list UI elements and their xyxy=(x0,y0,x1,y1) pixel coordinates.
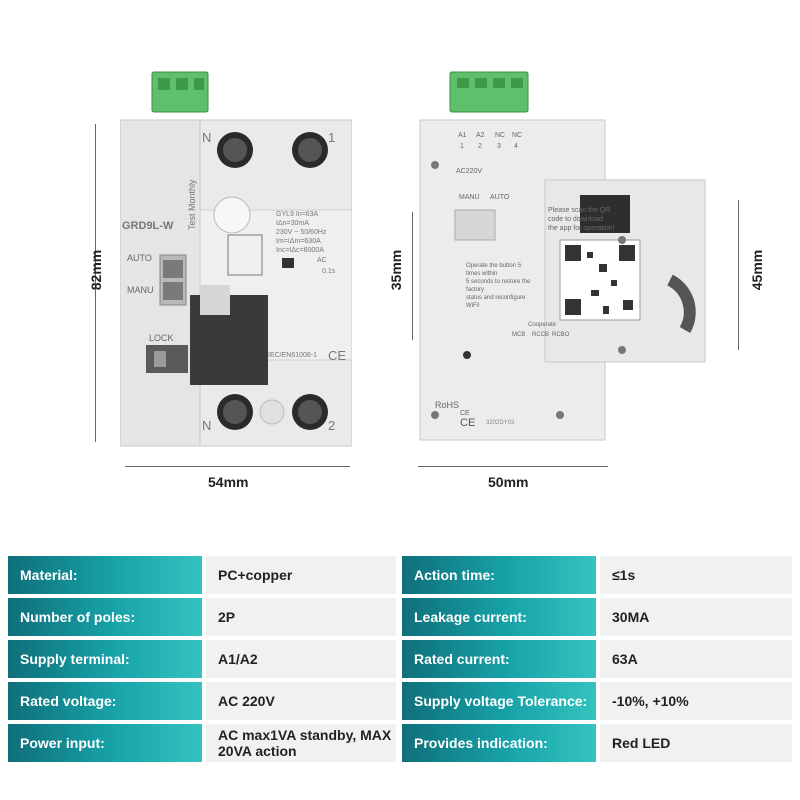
spec-label-2: Leakage current: xyxy=(402,598,596,636)
side-term4: 4 xyxy=(514,143,518,150)
side-op-text: Operate the button 5 times within 5 seco… xyxy=(466,263,531,309)
side-device: CE xyxy=(419,71,706,441)
spec-value: AC 220V xyxy=(206,682,396,720)
svg-text:CE: CE xyxy=(460,417,475,429)
spec-value: PC+copper xyxy=(206,556,396,594)
front-terminal-n-bottom: N xyxy=(202,418,212,433)
width-dimension-line-right xyxy=(418,466,608,467)
width-label-right: 50mm xyxy=(488,474,529,490)
side-a2: A2 xyxy=(476,132,485,139)
front-ac-label: AC xyxy=(317,257,327,264)
side-a1: A1 xyxy=(458,132,467,139)
height-label-right: 45mm xyxy=(749,249,765,291)
height-dimension-line xyxy=(95,124,96,442)
side-manu: MANU xyxy=(459,194,480,201)
side-term2: 2 xyxy=(478,143,482,150)
side-cooperate: Cooperate xyxy=(528,322,557,328)
front-manu-label: MANU xyxy=(127,285,154,295)
spec-label: Material: xyxy=(8,556,202,594)
front-time-label: 0.1s xyxy=(322,268,336,275)
spec-label: Number of poles: xyxy=(8,598,202,636)
front-terminal-n-top: N xyxy=(202,130,212,145)
front-model: GRD9L-W xyxy=(122,220,174,232)
spec-value-2: Red LED xyxy=(600,724,792,762)
front-standard: IEC/EN61008-1 xyxy=(268,352,318,359)
spec-label: Supply terminal: xyxy=(8,640,202,678)
spec-value-2: 30MA xyxy=(600,598,792,636)
height-dimension-line-right xyxy=(738,200,739,350)
spec-label-2: Rated current: xyxy=(402,640,596,678)
front-terminal-1: 1 xyxy=(328,130,336,145)
spec-value-2: -10%, +10% xyxy=(600,682,792,720)
width-dimension-line-left xyxy=(125,466,350,467)
front-terminal-2: 2 xyxy=(328,418,336,433)
front-device xyxy=(120,71,352,447)
side-mcb: MCB xyxy=(512,332,526,338)
height-label-left: 82mm xyxy=(88,249,104,291)
front-ce-mark: CE xyxy=(328,348,347,363)
side-qr-text: Please scan the QR code to download the … xyxy=(548,207,615,232)
spec-value: AC max1VA standby, MAX 20VA action xyxy=(206,724,396,762)
side-supply: AC220V xyxy=(456,168,483,175)
side-nc2: NC xyxy=(512,132,523,139)
spec-value: A1/A2 xyxy=(206,640,396,678)
spec-label: Rated voltage: xyxy=(8,682,202,720)
front-lock-label: LOCK xyxy=(149,333,174,343)
side-term1: 1 xyxy=(460,143,464,150)
side-term3: 3 xyxy=(497,143,501,150)
spec-label: Power input: xyxy=(8,724,202,762)
side-auto: AUTO xyxy=(490,194,510,201)
side-rohs: RoHS xyxy=(435,400,460,410)
spec-row: Power input:AC max1VA standby, MAX 20VA … xyxy=(8,724,792,762)
spec-label-2: Provides indication: xyxy=(402,724,596,762)
side-rccb: RCCB xyxy=(532,332,550,338)
side-date-code: 3202DY03 xyxy=(486,420,515,426)
front-test-label: Test Monthly xyxy=(187,179,197,230)
front-auto-label: AUTO xyxy=(127,253,152,263)
height-dimension-line-mid xyxy=(412,212,413,340)
spec-label-2: Supply voltage Tolerance: xyxy=(402,682,596,720)
spec-value-2: 63A xyxy=(600,640,792,678)
width-label-left: 54mm xyxy=(208,474,249,490)
spec-value-2: ≤1s xyxy=(600,556,792,594)
front-ratings: GYL9 In=63A IΔn=30mA 230V ~ 50/60Hz Im=I… xyxy=(276,211,327,254)
side-ce-mark: CE xyxy=(460,410,470,417)
spec-value: 2P xyxy=(206,598,396,636)
spec-label-2: Action time: xyxy=(402,556,596,594)
side-nc1: NC xyxy=(495,132,506,139)
side-rcbo: RCBO xyxy=(552,332,570,338)
